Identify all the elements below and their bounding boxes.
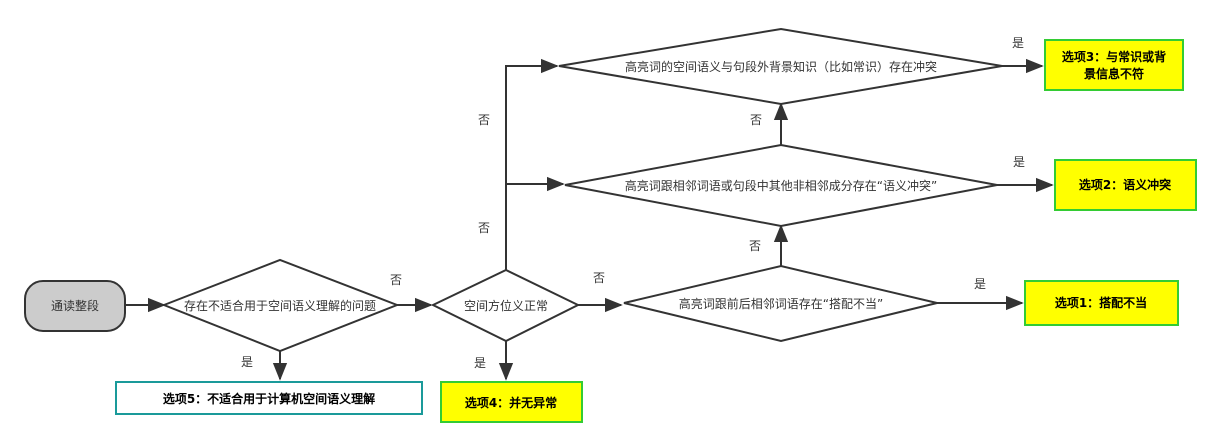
- decision-q4-label: 高亮词跟相邻词语或句段中其他非相邻成分存在“语义冲突”: [625, 178, 937, 193]
- edges: [125, 58, 1054, 381]
- decision-q4: 高亮词跟相邻词语或句段中其他非相邻成分存在“语义冲突”: [564, 143, 998, 228]
- label-q2-no-upper: 否: [478, 221, 490, 235]
- decision-q5: 高亮词的空间语义与句段外背景知识（比如常识）存在冲突: [558, 27, 1003, 106]
- decision-q3: 高亮词跟前后相邻词语存在“搭配不当”: [623, 264, 938, 343]
- label-q3-no: 否: [749, 239, 761, 253]
- option-4-label: 选项4：并无异常: [465, 395, 557, 410]
- label-q4-no: 否: [750, 113, 762, 127]
- option-2-box: 选项2：语义冲突: [1054, 159, 1197, 211]
- option-5-box: 选项5：不适合用于计算机空间语义理解: [115, 381, 423, 415]
- edge-q2-q5: [505, 58, 559, 184]
- label-q3-yes: 是: [974, 277, 986, 291]
- decision-q5-label: 高亮词的空间语义与句段外背景知识（比如常识）存在冲突: [625, 59, 937, 74]
- label-q5-yes: 是: [1012, 36, 1024, 50]
- edge-labels: 是 否 是 否 否 否 是 否 是 否 是: [241, 36, 1025, 370]
- option-3-label-line2: 景信息不符: [1084, 66, 1144, 81]
- start-label: 通读整段: [51, 298, 99, 313]
- label-q1-no: 否: [390, 273, 402, 287]
- option-5-label: 选项5：不适合用于计算机空间语义理解: [163, 391, 375, 406]
- decision-q2: 空间方位义正常: [430, 268, 581, 343]
- edge-q2-q4: [505, 176, 565, 270]
- decision-q1: 存在不适合用于空间语义理解的问题: [161, 258, 400, 353]
- label-q2-no: 否: [593, 271, 605, 285]
- option-3-label-line1: 选项3：与常识或背: [1062, 49, 1166, 64]
- option-1-label: 选项1：搭配不当: [1055, 295, 1147, 310]
- option-1-box: 选项1：搭配不当: [1024, 280, 1179, 326]
- decision-q1-label: 存在不适合用于空间语义理解的问题: [184, 298, 376, 313]
- option-2-label: 选项2：语义冲突: [1079, 177, 1171, 192]
- label-q1-yes: 是: [241, 355, 253, 369]
- decision-q3-label: 高亮词跟前后相邻词语存在“搭配不当”: [679, 296, 883, 311]
- start-node: 通读整段: [24, 280, 126, 332]
- decision-q2-label: 空间方位义正常: [464, 298, 548, 313]
- option-3-box: 选项3：与常识或背 景信息不符: [1044, 39, 1184, 91]
- label-q2-yes: 是: [474, 356, 486, 370]
- label-q4-yes: 是: [1013, 155, 1025, 169]
- label-q2-no-top: 否: [478, 113, 490, 127]
- option-4-box: 选项4：并无异常: [440, 381, 583, 423]
